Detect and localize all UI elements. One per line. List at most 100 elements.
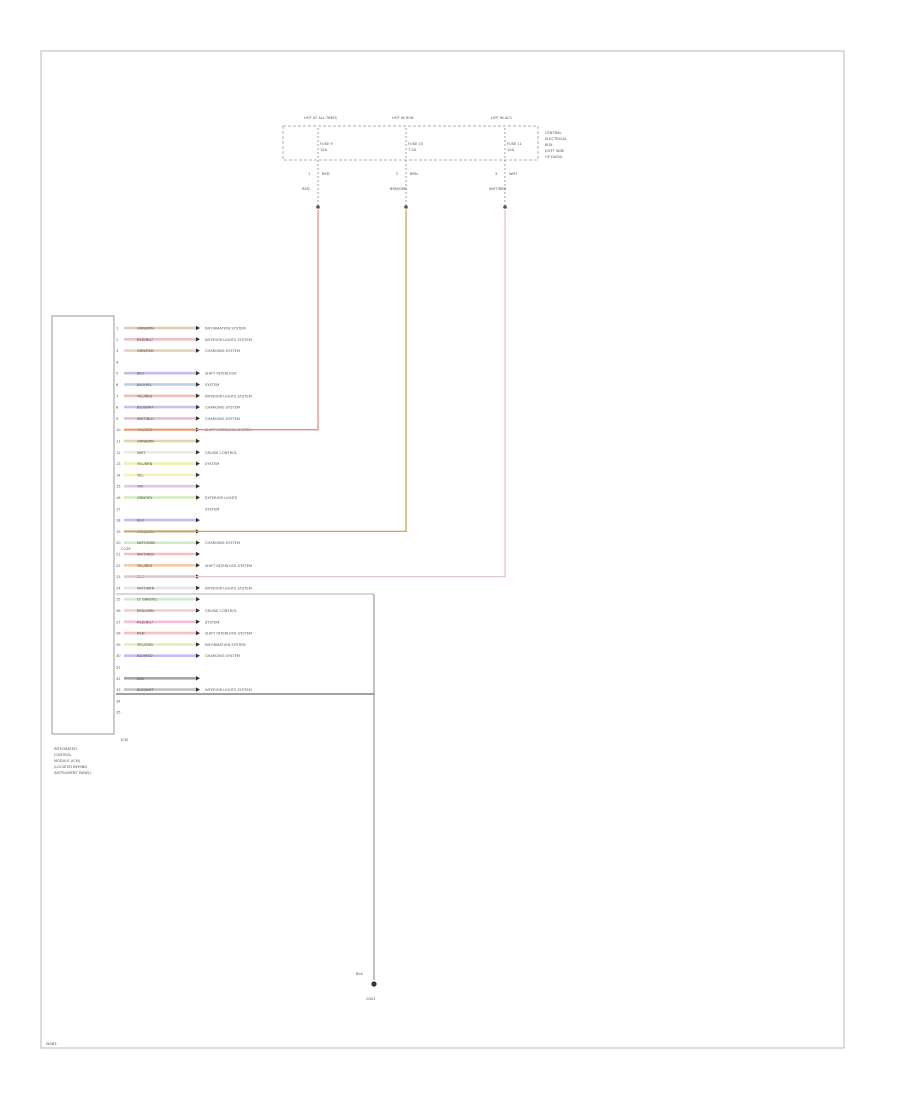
pin-system-label: CHARGING SYSTEM [205,349,240,353]
ground-circuit: BLK G301 [116,593,377,1001]
pin-number: 23 [116,575,121,579]
pin-arrow [196,551,200,557]
pin-system-label: INFORMATION SYSTEM [205,327,246,331]
pin-wire-color: YEL [137,473,143,477]
fuse-wire-color: WHT [509,172,518,176]
ground-label: G301 [366,997,376,1001]
pin-arrow [196,325,200,331]
module-label-line: INSTRUMENT PANEL) [54,771,92,775]
pin-wire-color: GRN/RED [137,349,154,353]
pin-system-label: EXTERIOR LIGHTS [205,496,238,500]
fuse-connector-dot [404,205,408,209]
pin-arrow [196,404,200,410]
module-bottom-text: ICM [121,738,128,742]
pin-arrow [196,563,200,568]
pin-number: 8 [116,406,119,410]
pin-wire-color: YEL/RED [137,564,152,568]
pin-arrow [196,630,200,636]
pin-system-label: CHARGING SYSTEM [205,406,240,410]
pin-arrow [196,687,200,692]
pin-number: 10 [116,428,121,432]
fuse-name: FUSE 10 [408,142,424,146]
pin-number: 9 [116,417,119,421]
pin-number: 4 [116,360,119,364]
pin-row: 35 [116,711,121,715]
pin-wire-color: RED [137,632,145,636]
pin-wire-color: GRN/BRN [137,327,154,331]
fuse-wire-color: BRN [410,172,418,176]
pin-row: 31 [116,666,121,670]
fuse-end-label: WHT/RED [489,187,506,191]
pin-number: 34 [116,699,121,703]
pin-wire-color: BLU/YEL [137,383,152,387]
pin-wire-color: WHT/RED [137,553,154,557]
pin-wire-color: RED/BLU [137,338,153,342]
pin-number: 24 [116,586,121,590]
ground-point [371,981,377,987]
pin-arrow [196,642,200,647]
pin-number: 22 [116,564,121,568]
pin-arrow [196,416,200,421]
pin-system-label: CHARGING SYSTEM [205,541,240,545]
fuse-box-label-line: OF DASH) [545,155,563,159]
pin-arrow [196,597,200,602]
pin-number: 30 [116,654,121,658]
pin-system-label: SYSTEM [205,620,219,624]
pin-wire-color: BLU [137,519,144,523]
pin-number: 6 [116,383,119,387]
pin-number: 11 [116,440,121,444]
pin-number: 12 [116,451,121,455]
pin-wire-color: WHT/BLU [137,417,154,421]
pin-arrow [196,450,200,455]
fuse-name: FUSE 11 [507,142,522,146]
pin-arrow [196,484,200,489]
fuse-pin: 1 [308,172,310,176]
fuse-connector-dot [316,205,320,209]
pin-number: 16 [116,496,121,500]
pin-system-label: INTERIOR LIGHTS SYSTEM [205,394,252,398]
pin-number: 20 [116,541,121,545]
fuse-connector-dot [503,205,507,209]
fuse-box-outline [282,125,539,161]
pin-number: 21 [116,553,121,557]
fuse-box-label-line: ELECTRICAL [545,137,567,141]
pin-arrow [196,393,200,398]
pin-row: 27 RED/BLU SYSTEM [116,619,219,624]
pin-number: 27 [116,620,121,624]
pin-wire-color: YEL/BRN [137,462,153,466]
pin-wire-color: RED/BLU [137,620,153,624]
pin-wire-color: YEL/GRN [137,643,153,647]
pin-wire-color: WHT/BRN [137,586,155,590]
pin-system-label: SYSTEM [205,383,219,387]
pin-arrow [196,438,200,444]
pin-number: 5 [116,372,118,376]
pin-arrow [196,382,200,387]
diagram-border [40,50,845,1049]
fuse-rating: 15A [320,148,328,152]
pin-arrow [196,585,200,591]
pin-number: 32 [116,677,121,681]
feed-wire-2 [124,210,407,533]
pin-row: 21 WHT/RED [116,551,200,557]
pin-number: 33 [116,688,121,692]
pin-wire-color: WHT [137,451,146,455]
module-label-line: (LOCATED BEHIND [54,765,87,769]
pin-number: 29 [116,643,121,647]
pin-number: 17 [116,507,121,511]
module-box [51,315,115,735]
pin-row: 4 [116,360,119,364]
ground-wire-label: BLK [356,972,363,976]
